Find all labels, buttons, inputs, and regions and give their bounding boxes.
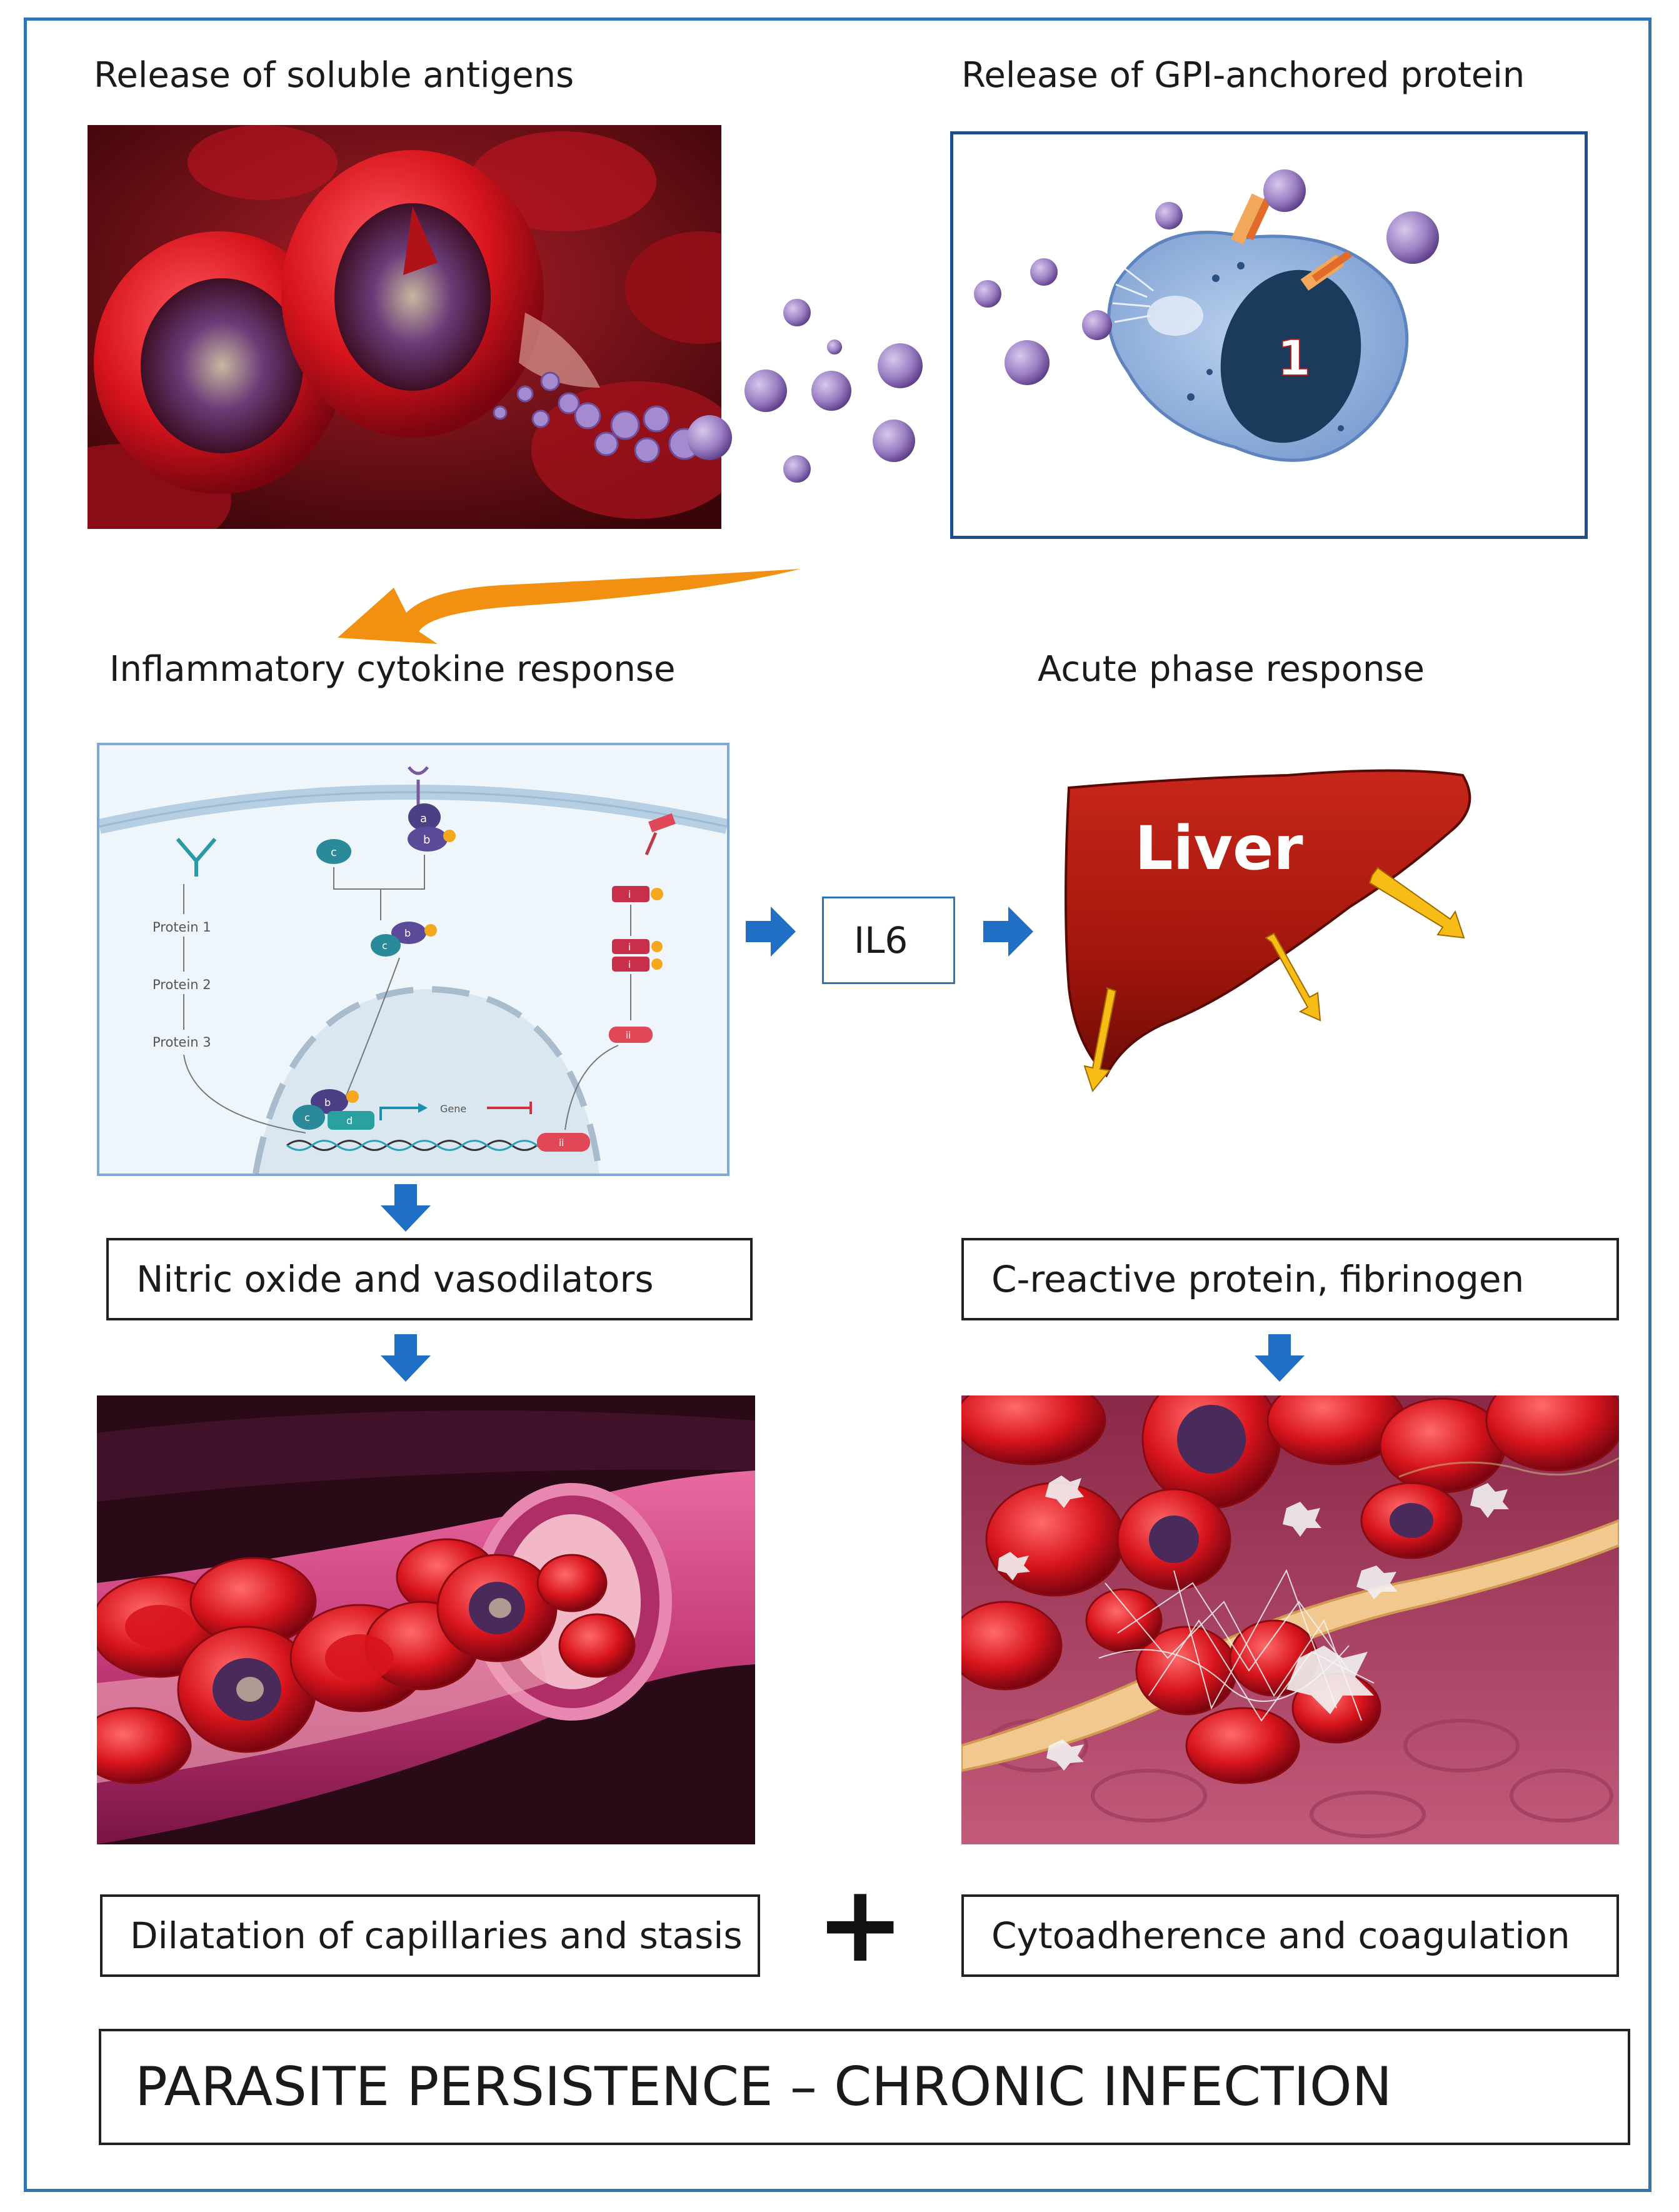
svg-text:i: i: [628, 959, 631, 970]
gene-expression-icon: b c d Gene ii: [286, 1089, 590, 1152]
protein-c-icon: c: [316, 839, 351, 864]
svg-text:c: c: [304, 1112, 310, 1124]
arrow-down-vessel-icon: [381, 1334, 431, 1382]
liver-arrow-1-icon: [1083, 987, 1117, 1093]
cell-number-label: 1: [1277, 331, 1311, 387]
crp-box: C-reactive protein, fibrinogen: [961, 1238, 1619, 1320]
complex-bc-icon: b c: [371, 922, 437, 957]
svg-text:d: d: [346, 1115, 353, 1127]
protein-2-label: Protein 2: [153, 977, 211, 992]
label-cytokine-response: Inflammatory cytokine response: [109, 649, 676, 690]
il6-box: IL6: [822, 897, 955, 984]
liver-illustration: Liver: [1065, 769, 1471, 1093]
signaling-pathway-diagram: Protein 1 Protein 2 Protein 3 a b c b c: [97, 743, 729, 1176]
arrow-to-liver-icon: [983, 907, 1033, 957]
svg-text:i: i: [628, 942, 631, 953]
protein-i-chain-icon: i i i ii: [564, 886, 663, 1130]
rbc-rupture-illustration: [88, 125, 721, 529]
svg-text:i: i: [628, 888, 631, 900]
liver-label: Liver: [1135, 813, 1303, 883]
receptor-left-icon: [176, 838, 217, 877]
dilated-vessel-illustration: [97, 1395, 755, 1844]
arrow-to-il6-icon: [746, 907, 796, 957]
parasite-persistence-box: PARASITE PERSISTENCE – CHRONIC INFECTION: [99, 2029, 1630, 2145]
gpi-cell-panel: 1: [950, 131, 1588, 539]
figure-frame: [24, 18, 1651, 2192]
svg-text:b: b: [404, 927, 411, 939]
protein-1-label: Protein 1: [153, 920, 211, 935]
label-gpi-protein: Release of GPI-anchored protein: [961, 55, 1525, 96]
liver-arrow-2-icon: [1265, 932, 1321, 1022]
dilatation-box: Dilatation of capillaries and stasis: [100, 1894, 760, 1977]
svg-text:ii: ii: [559, 1137, 564, 1149]
svg-text:b: b: [423, 833, 430, 847]
nitric-oxide-box: Nitric oxide and vasodilators: [106, 1238, 753, 1320]
plus-sign: +: [816, 1863, 905, 1986]
label-soluble-antigens: Release of soluble antigens: [94, 55, 574, 96]
svg-text:b: b: [324, 1097, 331, 1109]
receptor-top-icon: [408, 766, 429, 808]
gene-label: Gene: [440, 1103, 466, 1115]
svg-text:c: c: [331, 846, 337, 859]
complex-ab-icon: a b: [408, 803, 456, 852]
coagulation-illustration: [961, 1395, 1619, 1844]
protein-3-label: Protein 3: [153, 1035, 211, 1050]
cytoadherence-box: Cytoadherence and coagulation: [961, 1894, 1619, 1977]
orange-curved-arrow: [338, 569, 800, 644]
receptor-right-icon: [644, 813, 676, 855]
label-acute-phase: Acute phase response: [1038, 649, 1425, 690]
floating-antigens: [688, 299, 923, 483]
svg-text:ii: ii: [626, 1030, 631, 1041]
liver-arrow-3-icon: [1368, 867, 1465, 939]
arrow-down-coag-icon: [1255, 1334, 1305, 1382]
svg-text:a: a: [420, 812, 427, 825]
arrow-down-no-icon: [381, 1184, 431, 1232]
svg-text:c: c: [382, 940, 388, 952]
